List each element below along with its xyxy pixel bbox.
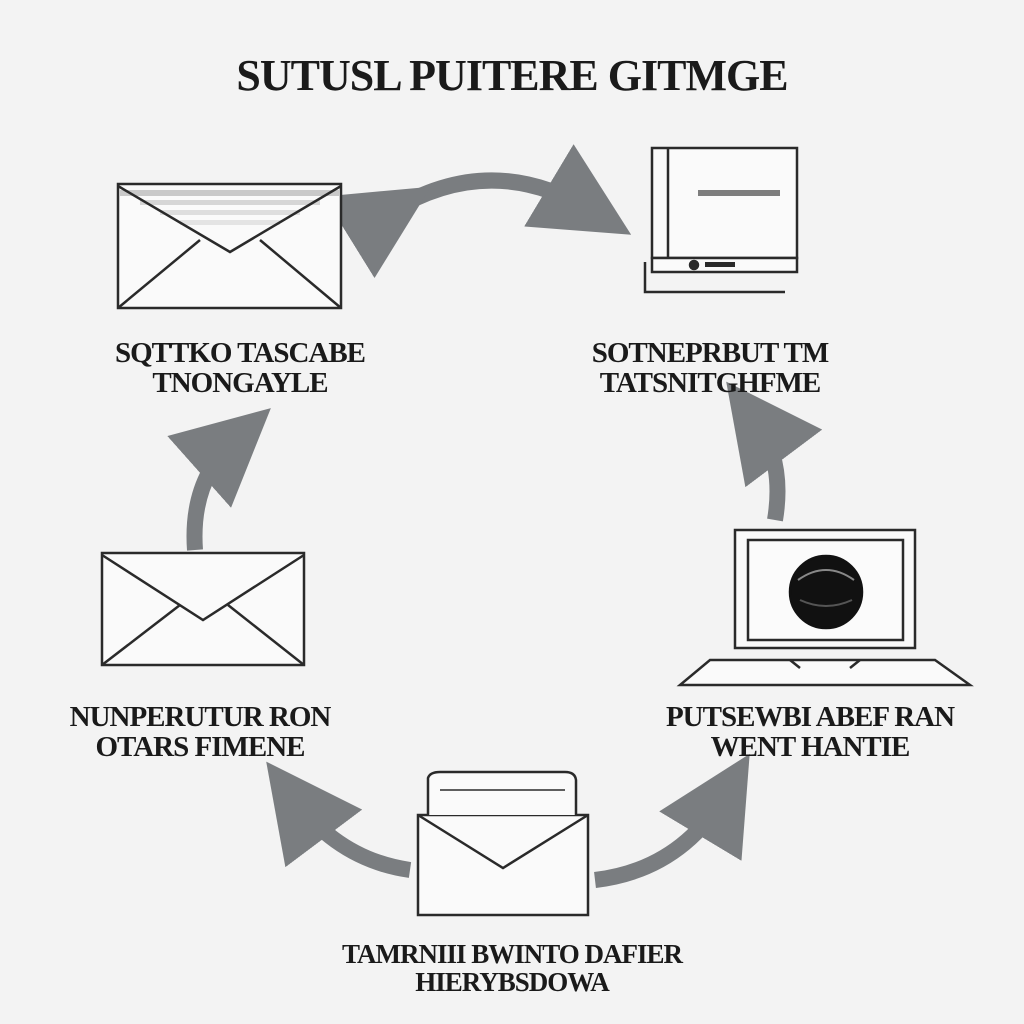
node-label-line1: NUNPERUTUR RON: [69, 701, 332, 733]
node-caption-top-right: SOTNEPRBUT TM TATSNITGHFME: [520, 338, 900, 399]
arrow-top-bidirectional: [323, 144, 632, 279]
node-label-line1: SOTNEPRBUT TM: [591, 337, 830, 369]
arrow-right-up: [726, 381, 823, 522]
envelope-icon: [100, 551, 306, 667]
node-label-line2: WENT HANTIE: [710, 731, 911, 764]
node-label-line1: SQTTKO TASCABE: [114, 337, 366, 369]
arrow-bottom-right: [593, 753, 750, 888]
node-caption-middle-right: PUTSEWBI ABEF RAN WENT HANTIE: [600, 702, 1020, 763]
node-label-line2: HIERYBSDOWA: [415, 967, 610, 998]
envelope-icon: [116, 182, 343, 310]
arrow-left-up: [167, 408, 271, 551]
monitor-icon: [643, 146, 799, 294]
node-caption-bottom: TAMRNIII BWINTO DAFIER HIERYBSDOWA: [262, 940, 762, 997]
node-label-line2: TNONGAYLE: [152, 367, 328, 400]
node-label-line2: TATSNITGHFME: [599, 367, 822, 400]
node-label-line2: OTARS FIMENE: [95, 731, 305, 764]
node-label-line1: TAMRNIII BWINTO DAFIER: [341, 939, 683, 969]
laptop-icon: [676, 528, 974, 687]
open-envelope-icon: [416, 770, 590, 917]
node-caption-middle-left: NUNPERUTUR RON OTARS FIMENE: [10, 702, 390, 763]
node-caption-top-left: SQTTKO TASCABE TNONGAYLE: [60, 338, 420, 399]
arrow-bottom-left: [266, 761, 412, 878]
cycle-arrows: [167, 144, 823, 888]
diagram-title: SUTUSL PUITERE GITMGE: [236, 51, 788, 100]
node-label-line1: PUTSEWBI ABEF RAN: [665, 701, 955, 733]
